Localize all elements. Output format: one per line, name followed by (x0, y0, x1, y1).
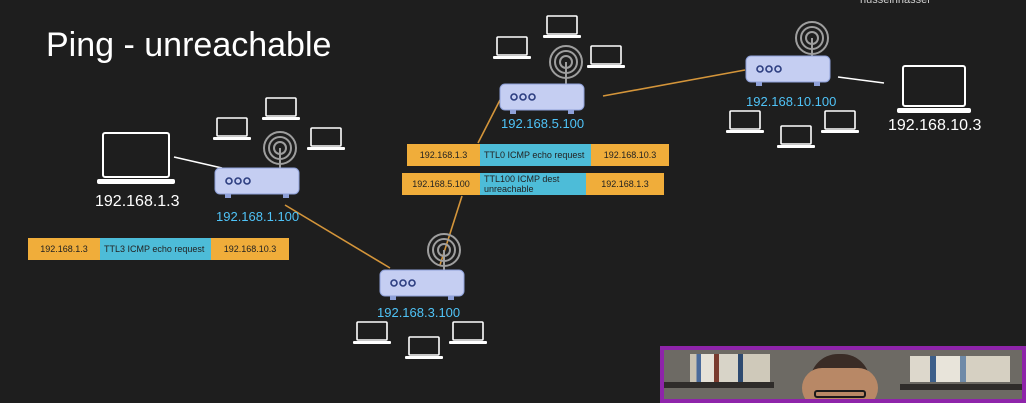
packet-info: TTL3 ICMP echo request (100, 238, 211, 260)
slide-title: Ping - unreachable (46, 26, 332, 64)
link-r3-r5-upper (477, 99, 501, 144)
webcam-overlay (660, 346, 1026, 403)
router-label-r10: 192.168.10.100 (746, 94, 837, 109)
packet-dst: 192.168.1.3 (586, 173, 664, 195)
packet-src: 192.168.1.3 (28, 238, 100, 260)
laptop-icon (448, 321, 488, 345)
laptop-icon (897, 65, 971, 113)
packet-src: 192.168.5.100 (402, 173, 480, 195)
laptop-icon (404, 336, 444, 360)
laptop-icon (776, 125, 816, 149)
laptop-icon (820, 110, 860, 134)
bookshelf (664, 382, 774, 388)
laptop-icon (586, 45, 626, 69)
wifi-antenna-icon (427, 233, 461, 273)
router-icon (214, 167, 300, 199)
router-icon (499, 83, 585, 115)
packet-ttl3-echo: 192.168.1.3 TTL3 ICMP echo request 192.1… (28, 238, 289, 260)
watermark: husseinnasser (860, 0, 931, 6)
link-r5-r10 (602, 69, 746, 97)
host-label-right: 192.168.10.3 (888, 117, 982, 134)
link-r1-r3 (284, 204, 391, 269)
router-icon (745, 55, 831, 87)
wifi-antenna-icon (549, 45, 583, 85)
wifi-antenna-icon (795, 21, 829, 61)
laptop-icon (97, 132, 175, 184)
laptop-icon (542, 15, 582, 39)
packet-ttl0-echo: 192.168.1.3 TTL0 ICMP echo request 192.1… (407, 144, 669, 166)
packet-dst: 192.168.10.3 (211, 238, 289, 260)
packet-ttl100-unreachable: 192.168.5.100 TTL100 ICMP dest unreachab… (402, 173, 664, 195)
packet-dst: 192.168.10.3 (591, 144, 669, 166)
laptop-icon (352, 321, 392, 345)
wifi-antenna-icon (263, 131, 297, 171)
host-label-left: 192.168.1.3 (95, 193, 180, 210)
router-label-r3: 192.168.3.100 (377, 305, 461, 320)
laptop-icon (261, 97, 301, 121)
link-r10-host2 (837, 76, 885, 84)
packet-info: TTL100 ICMP dest unreachable (480, 173, 586, 195)
packet-src: 192.168.1.3 (407, 144, 480, 166)
laptop-icon (492, 36, 532, 60)
packet-info: TTL0 ICMP echo request (480, 144, 591, 166)
router-label-r5: 192.168.5.100 (501, 116, 585, 131)
laptop-icon (306, 127, 346, 151)
router-label-r1: 192.168.1.100 (216, 209, 300, 224)
link-host1-r1 (173, 156, 223, 169)
glasses-icon (814, 390, 866, 398)
laptop-icon (725, 110, 765, 134)
router-icon (379, 269, 465, 301)
laptop-icon (212, 117, 252, 141)
